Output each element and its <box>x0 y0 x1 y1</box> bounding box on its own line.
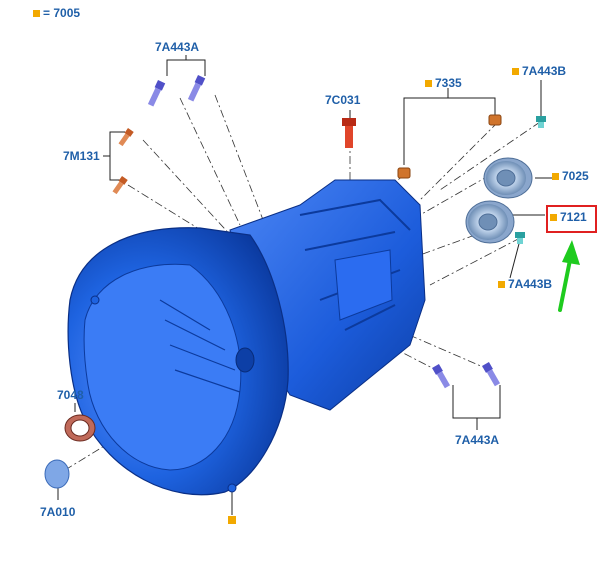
legend-key: = 7005 <box>33 6 80 20</box>
callout-bearing-lower[interactable]: 7121 <box>550 210 587 224</box>
dowel-7335-2 <box>488 114 502 126</box>
callout-bearing-upper: 7025 <box>552 169 589 183</box>
callout-fitting-lower: 7A443B <box>498 277 552 291</box>
seal-7048 <box>64 414 96 442</box>
callout-marker <box>512 68 519 75</box>
bolt-7a443a-3 <box>432 364 451 389</box>
callout-marker <box>425 80 432 87</box>
legend-marker <box>33 10 40 17</box>
callout-bolts-left: 7M131 <box>63 149 100 163</box>
dowel-7335-1 <box>397 167 411 179</box>
transmission-housing <box>67 179 426 496</box>
callout-center-bolt: 7C031 <box>325 93 361 107</box>
bolt-7c031 <box>342 118 356 148</box>
bolt-7m131-2 <box>112 176 128 195</box>
legend-text: = 7005 <box>43 6 81 20</box>
highlight-box <box>546 205 597 233</box>
callout-fitting-top-right-text: 7A443B <box>522 64 567 78</box>
callout-marker <box>498 281 505 288</box>
callout-dowels-text: 7335 <box>435 76 462 90</box>
callout-marker <box>550 214 557 221</box>
callout-bearing-lower-text: 7121 <box>560 210 587 224</box>
callout-plug: 7A010 <box>40 505 76 519</box>
plug-7a010 <box>44 459 70 489</box>
bracket-lines <box>57 55 552 515</box>
bolt-7a443a-4 <box>482 362 501 387</box>
bearing-7025 <box>483 157 533 199</box>
callout-bolts-bottom-right: 7A443A <box>455 433 500 447</box>
callout-bolts-top-left: 7A443A <box>155 40 200 54</box>
callout-seal: 7048 <box>57 388 84 402</box>
callout-fitting-top-right: 7A443B <box>512 64 566 78</box>
callout-fitting-lower-text: 7A443B <box>508 277 553 291</box>
bolt-7a443a-2 <box>187 75 206 102</box>
marker-7005-bottom <box>228 516 236 524</box>
parts <box>44 75 546 524</box>
callout-bearing-upper-text: 7025 <box>562 169 589 183</box>
bolt-7m131-1 <box>118 128 134 147</box>
green-arrow <box>558 240 580 312</box>
fitting-7a443b-top <box>536 116 546 128</box>
callout-dowels: 7335 <box>425 76 462 90</box>
fitting-7a443b-lower <box>515 232 525 244</box>
callout-marker <box>552 173 559 180</box>
bolt-7a443a-1 <box>147 80 166 107</box>
bearing-7121 <box>465 200 515 244</box>
